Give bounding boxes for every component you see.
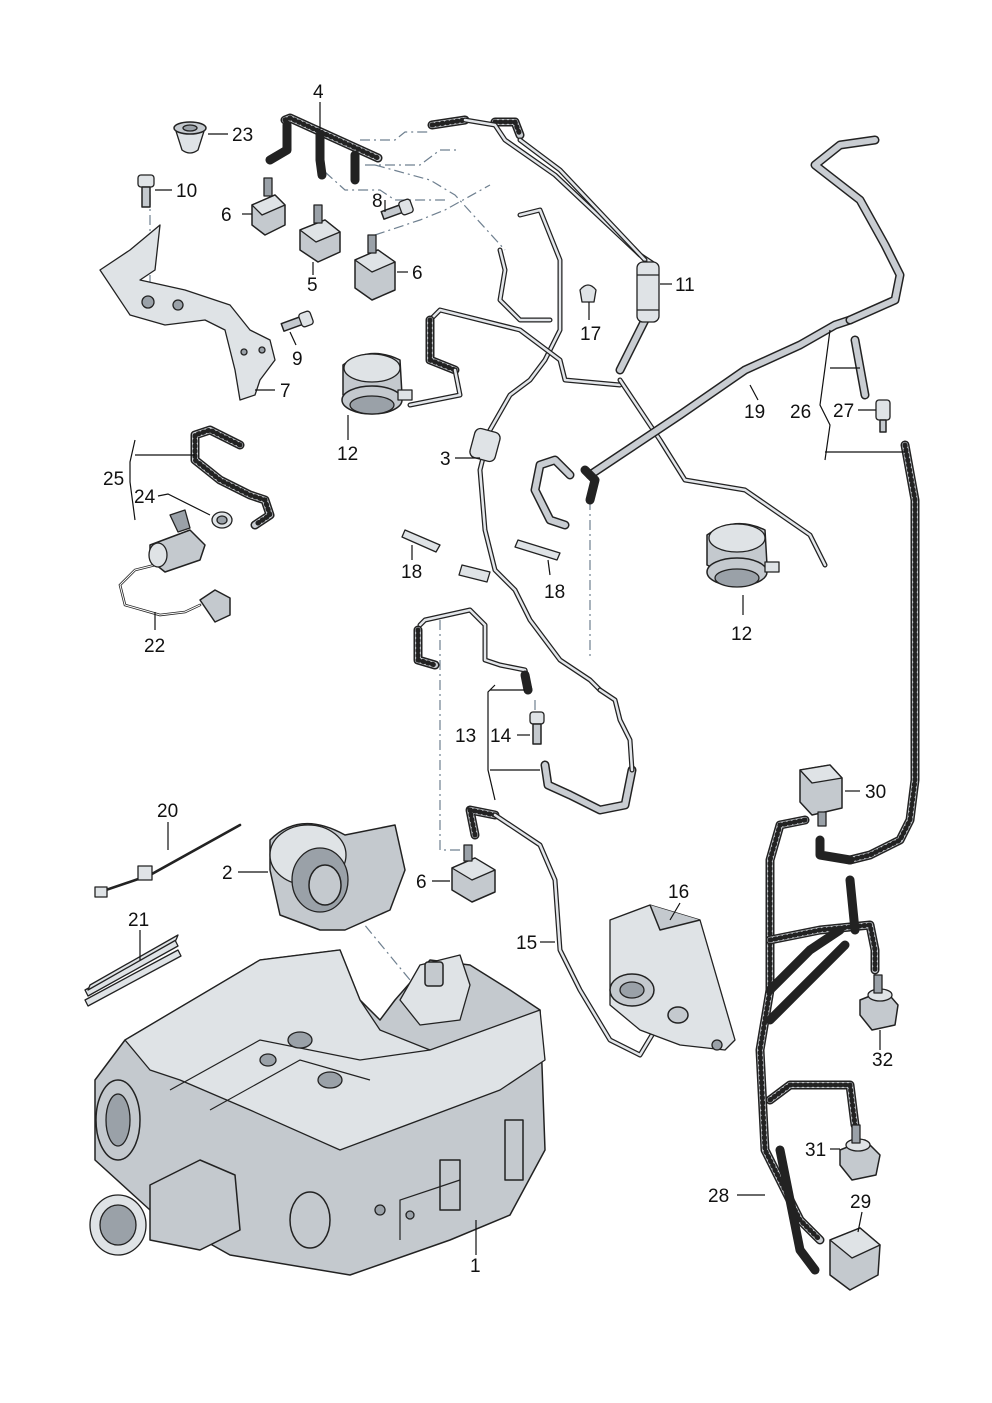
callout-31: 31 (805, 1140, 826, 1161)
clip-17 (579, 284, 597, 303)
callout-10: 10 (176, 181, 197, 202)
hose-right-vertical (755, 335, 920, 1275)
callout-29: 29 (850, 1192, 871, 1213)
callout-6-upper: 6 (221, 205, 232, 226)
check-valve-12-lower (706, 522, 780, 588)
callout-5: 5 (307, 275, 318, 296)
callout-8: 8 (372, 191, 383, 212)
connector-14 (529, 711, 545, 745)
callout-27: 27 (833, 401, 854, 422)
hose-harness-upper (265, 113, 905, 693)
bolt-10 (137, 174, 155, 208)
callout-19: 19 (744, 402, 765, 423)
cable-strips-21 (84, 934, 182, 1007)
bracket-7 (99, 224, 276, 401)
callout-11: 11 (675, 275, 695, 296)
clamp-24 (211, 511, 233, 529)
callout-labels: 4 23 10 8 6 6 5 11 17 9 7 12 3 19 26 27 … (103, 82, 893, 1277)
hose-3-sleeve (469, 427, 501, 463)
callout-3: 3 (440, 449, 451, 470)
throttle-body-2 (269, 823, 406, 931)
callout-17: 17 (580, 324, 601, 345)
callout-28: 28 (708, 1186, 729, 1207)
callout-18-right: 18 (544, 582, 565, 603)
hose-lower-left (413, 607, 637, 815)
callout-7: 7 (280, 381, 291, 402)
leader-lines (129, 102, 905, 1255)
solenoid-valve-6-upper (251, 177, 286, 236)
hose-25-and-wiring-22 (118, 425, 275, 617)
callout-12-lower: 12 (731, 624, 752, 645)
valve-30 (799, 764, 843, 827)
valve-29 (829, 1227, 881, 1291)
callout-32: 32 (872, 1050, 893, 1071)
callout-26: 26 (790, 402, 811, 423)
filter-11 (636, 261, 660, 323)
callout-15: 15 (516, 933, 537, 954)
housing-16 (609, 904, 736, 1051)
callout-16: 16 (668, 882, 689, 903)
callout-9: 9 (292, 349, 303, 370)
callout-20: 20 (157, 801, 178, 822)
grommet-23 (173, 121, 207, 154)
valve-31 (839, 1124, 881, 1181)
solenoid-valve-5 (299, 204, 341, 263)
callout-25: 25 (103, 469, 124, 490)
callout-6-right: 6 (412, 263, 423, 284)
callout-14: 14 (490, 726, 512, 747)
callout-12-upper: 12 (337, 444, 358, 465)
sensor-22 (148, 509, 231, 623)
bolt-8 (380, 198, 414, 220)
check-valve-12-upper (341, 352, 413, 415)
callout-4: 4 (313, 82, 324, 103)
callout-1: 1 (470, 1256, 481, 1277)
callout-24: 24 (134, 487, 156, 508)
callout-30: 30 (865, 782, 886, 803)
callout-6-lower: 6 (416, 872, 427, 893)
callout-22: 22 (144, 636, 165, 657)
hose-15 (465, 805, 658, 1058)
solenoid-valve-6-right (354, 234, 396, 301)
valve-32 (859, 974, 899, 1031)
fitting-18-left (401, 529, 491, 583)
fitting-18-right (514, 539, 561, 561)
solenoid-valve-6-lower (451, 844, 496, 903)
callout-23: 23 (232, 125, 253, 146)
callout-2: 2 (222, 863, 233, 884)
connector-27 (875, 399, 891, 433)
cable-tie-20 (94, 823, 242, 898)
callout-18-left: 18 (401, 562, 422, 583)
callout-21: 21 (128, 910, 149, 931)
bolt-9 (280, 310, 314, 332)
callout-13: 13 (455, 726, 476, 747)
supercharger-1 (89, 949, 546, 1276)
